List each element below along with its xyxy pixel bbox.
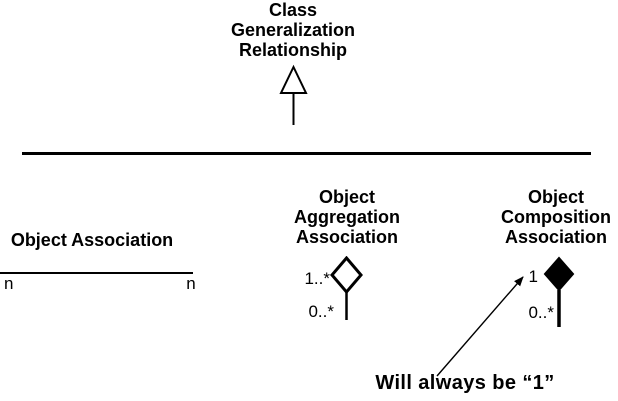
aggregation-hollow-diamond-icon: [330, 256, 363, 320]
association-multiplicity-right: n: [186, 274, 196, 293]
composition-title-line: Composition: [501, 207, 611, 227]
generalization-title-line: Class: [268, 0, 318, 20]
composition-title: Object Composition Association: [481, 187, 618, 247]
association-title: Object Association: [10, 230, 174, 250]
generalization-triangle-arrow-icon: [279, 64, 308, 125]
generalization-title: Class Generalization Relationship: [193, 0, 393, 60]
generalization-title-line: Generalization: [230, 20, 356, 40]
aggregation-title: Object Aggregation Association: [272, 187, 422, 247]
composition-multiplicity-bottom: 0..*: [528, 303, 554, 322]
aggregation-title-line: Object: [318, 187, 375, 207]
composition-multiplicity-top: 1: [528, 267, 538, 286]
aggregation-multiplicity-top: 1..*: [304, 269, 330, 288]
aggregation-multiplicity-bottom: 0..*: [308, 302, 334, 321]
composition-title-line: Object: [527, 187, 584, 207]
section-divider: [22, 152, 591, 155]
composition-filled-diamond-icon: [543, 256, 575, 327]
generalization-title-line: Relationship: [238, 40, 347, 60]
aggregation-title-line: Association: [295, 227, 399, 247]
association-multiplicity-left: n: [4, 274, 14, 293]
aggregation-title-line: Aggregation: [294, 207, 400, 227]
annotation-arrow-icon: [436, 276, 524, 377]
association-line: [0, 272, 193, 274]
annotation-text: Will always be “1”: [375, 372, 555, 394]
composition-title-line: Association: [504, 227, 608, 247]
